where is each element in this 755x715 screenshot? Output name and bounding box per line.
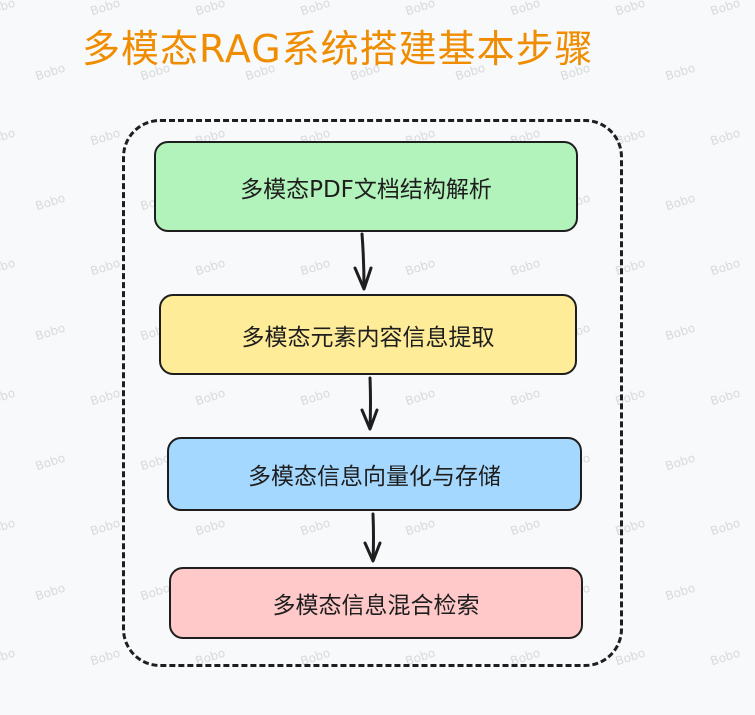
watermark-text: Bobo [33, 60, 67, 84]
watermark-text: Bobo [88, 125, 122, 149]
watermark-text: Bobo [708, 515, 742, 539]
diagram-title: 多模态RAG系统搭建基本步骤 [82, 27, 594, 71]
watermark-text: Bobo [708, 645, 742, 669]
step-label: 多模态PDF文档结构解析 [240, 176, 492, 203]
watermark-text: Bobo [298, 0, 332, 19]
step-element-content-extraction: 多模态元素内容信息提取 [159, 294, 577, 375]
watermark-text: Bobo [88, 385, 122, 409]
step-hybrid-retrieval: 多模态信息混合检索 [169, 567, 583, 639]
step-pdf-structure-parsing: 多模态PDF文档结构解析 [154, 141, 578, 232]
watermark-text: Bobo [33, 580, 67, 604]
watermark-text: Bobo [708, 125, 742, 149]
watermark-text: Bobo [403, 0, 437, 19]
dashed-group-frame [122, 119, 623, 667]
step-vectorization-storage: 多模态信息向量化与存储 [167, 437, 582, 511]
watermark-text: Bobo [88, 515, 122, 539]
watermark-text: Bobo [88, 645, 122, 669]
watermark-text: Bobo [663, 450, 697, 474]
watermark-text: Bobo [88, 255, 122, 279]
watermark-text: Bobo [663, 320, 697, 344]
watermark-text: Bobo [0, 385, 17, 409]
watermark-text: Bobo [33, 190, 67, 214]
watermark-text: Bobo [0, 515, 17, 539]
watermark-text: Bobo [708, 385, 742, 409]
watermark-text: Bobo [663, 580, 697, 604]
watermark-text: Bobo [0, 255, 17, 279]
step-label: 多模态信息混合检索 [272, 593, 480, 619]
step-label: 多模态信息向量化与存储 [248, 464, 501, 490]
watermark-text: Bobo [0, 0, 17, 19]
watermark-text: Bobo [613, 0, 647, 19]
watermark-text: Bobo [0, 125, 17, 149]
watermark-text: Bobo [708, 0, 742, 19]
watermark-text: Bobo [33, 450, 67, 474]
watermark-text: Bobo [708, 255, 742, 279]
watermark-text: Bobo [0, 645, 17, 669]
watermark-text: Bobo [88, 0, 122, 19]
watermark-text: Bobo [508, 0, 542, 19]
watermark-text: Bobo [663, 190, 697, 214]
step-label: 多模态元素内容信息提取 [241, 324, 495, 351]
watermark-text: Bobo [33, 320, 67, 344]
watermark-text: Bobo [193, 0, 227, 19]
watermark-text: Bobo [613, 645, 647, 669]
